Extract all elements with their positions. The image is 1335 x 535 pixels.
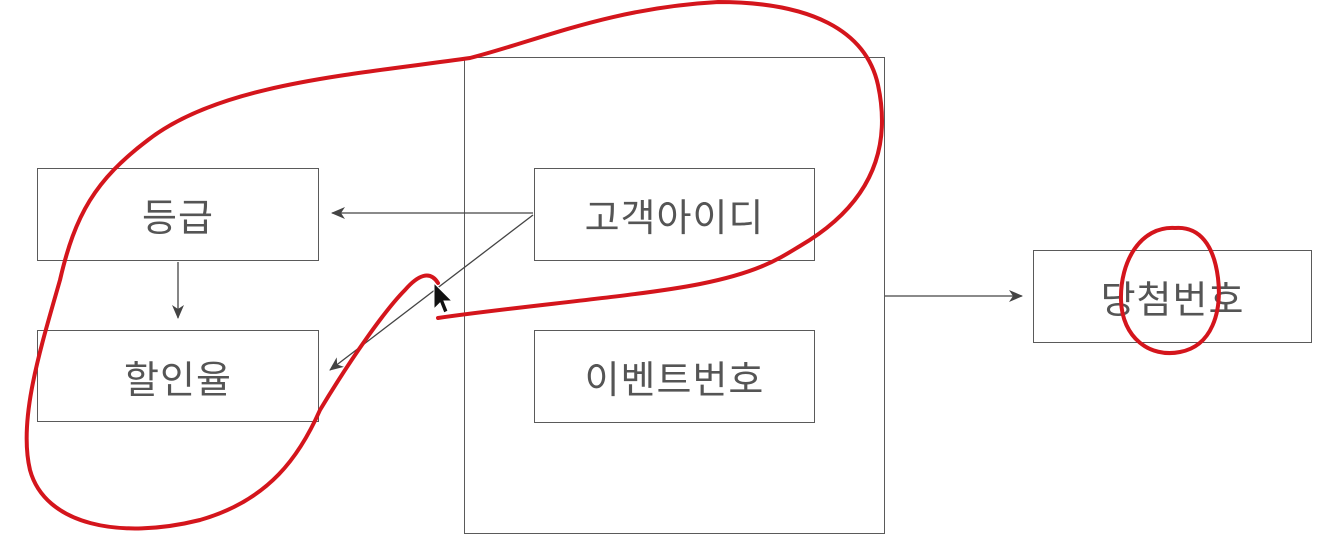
node-event-number: 이벤트번호	[534, 330, 815, 423]
red-circle-annotation	[1118, 225, 1221, 355]
node-discount-rate: 할인율	[37, 330, 319, 422]
node-winning-number: 당첨번호	[1033, 250, 1312, 343]
key-group-box	[464, 57, 885, 534]
node-customer-id: 고객아이디	[534, 168, 815, 261]
red-freehand-loop	[24, 0, 884, 531]
mouse-pointer-icon	[433, 281, 454, 314]
